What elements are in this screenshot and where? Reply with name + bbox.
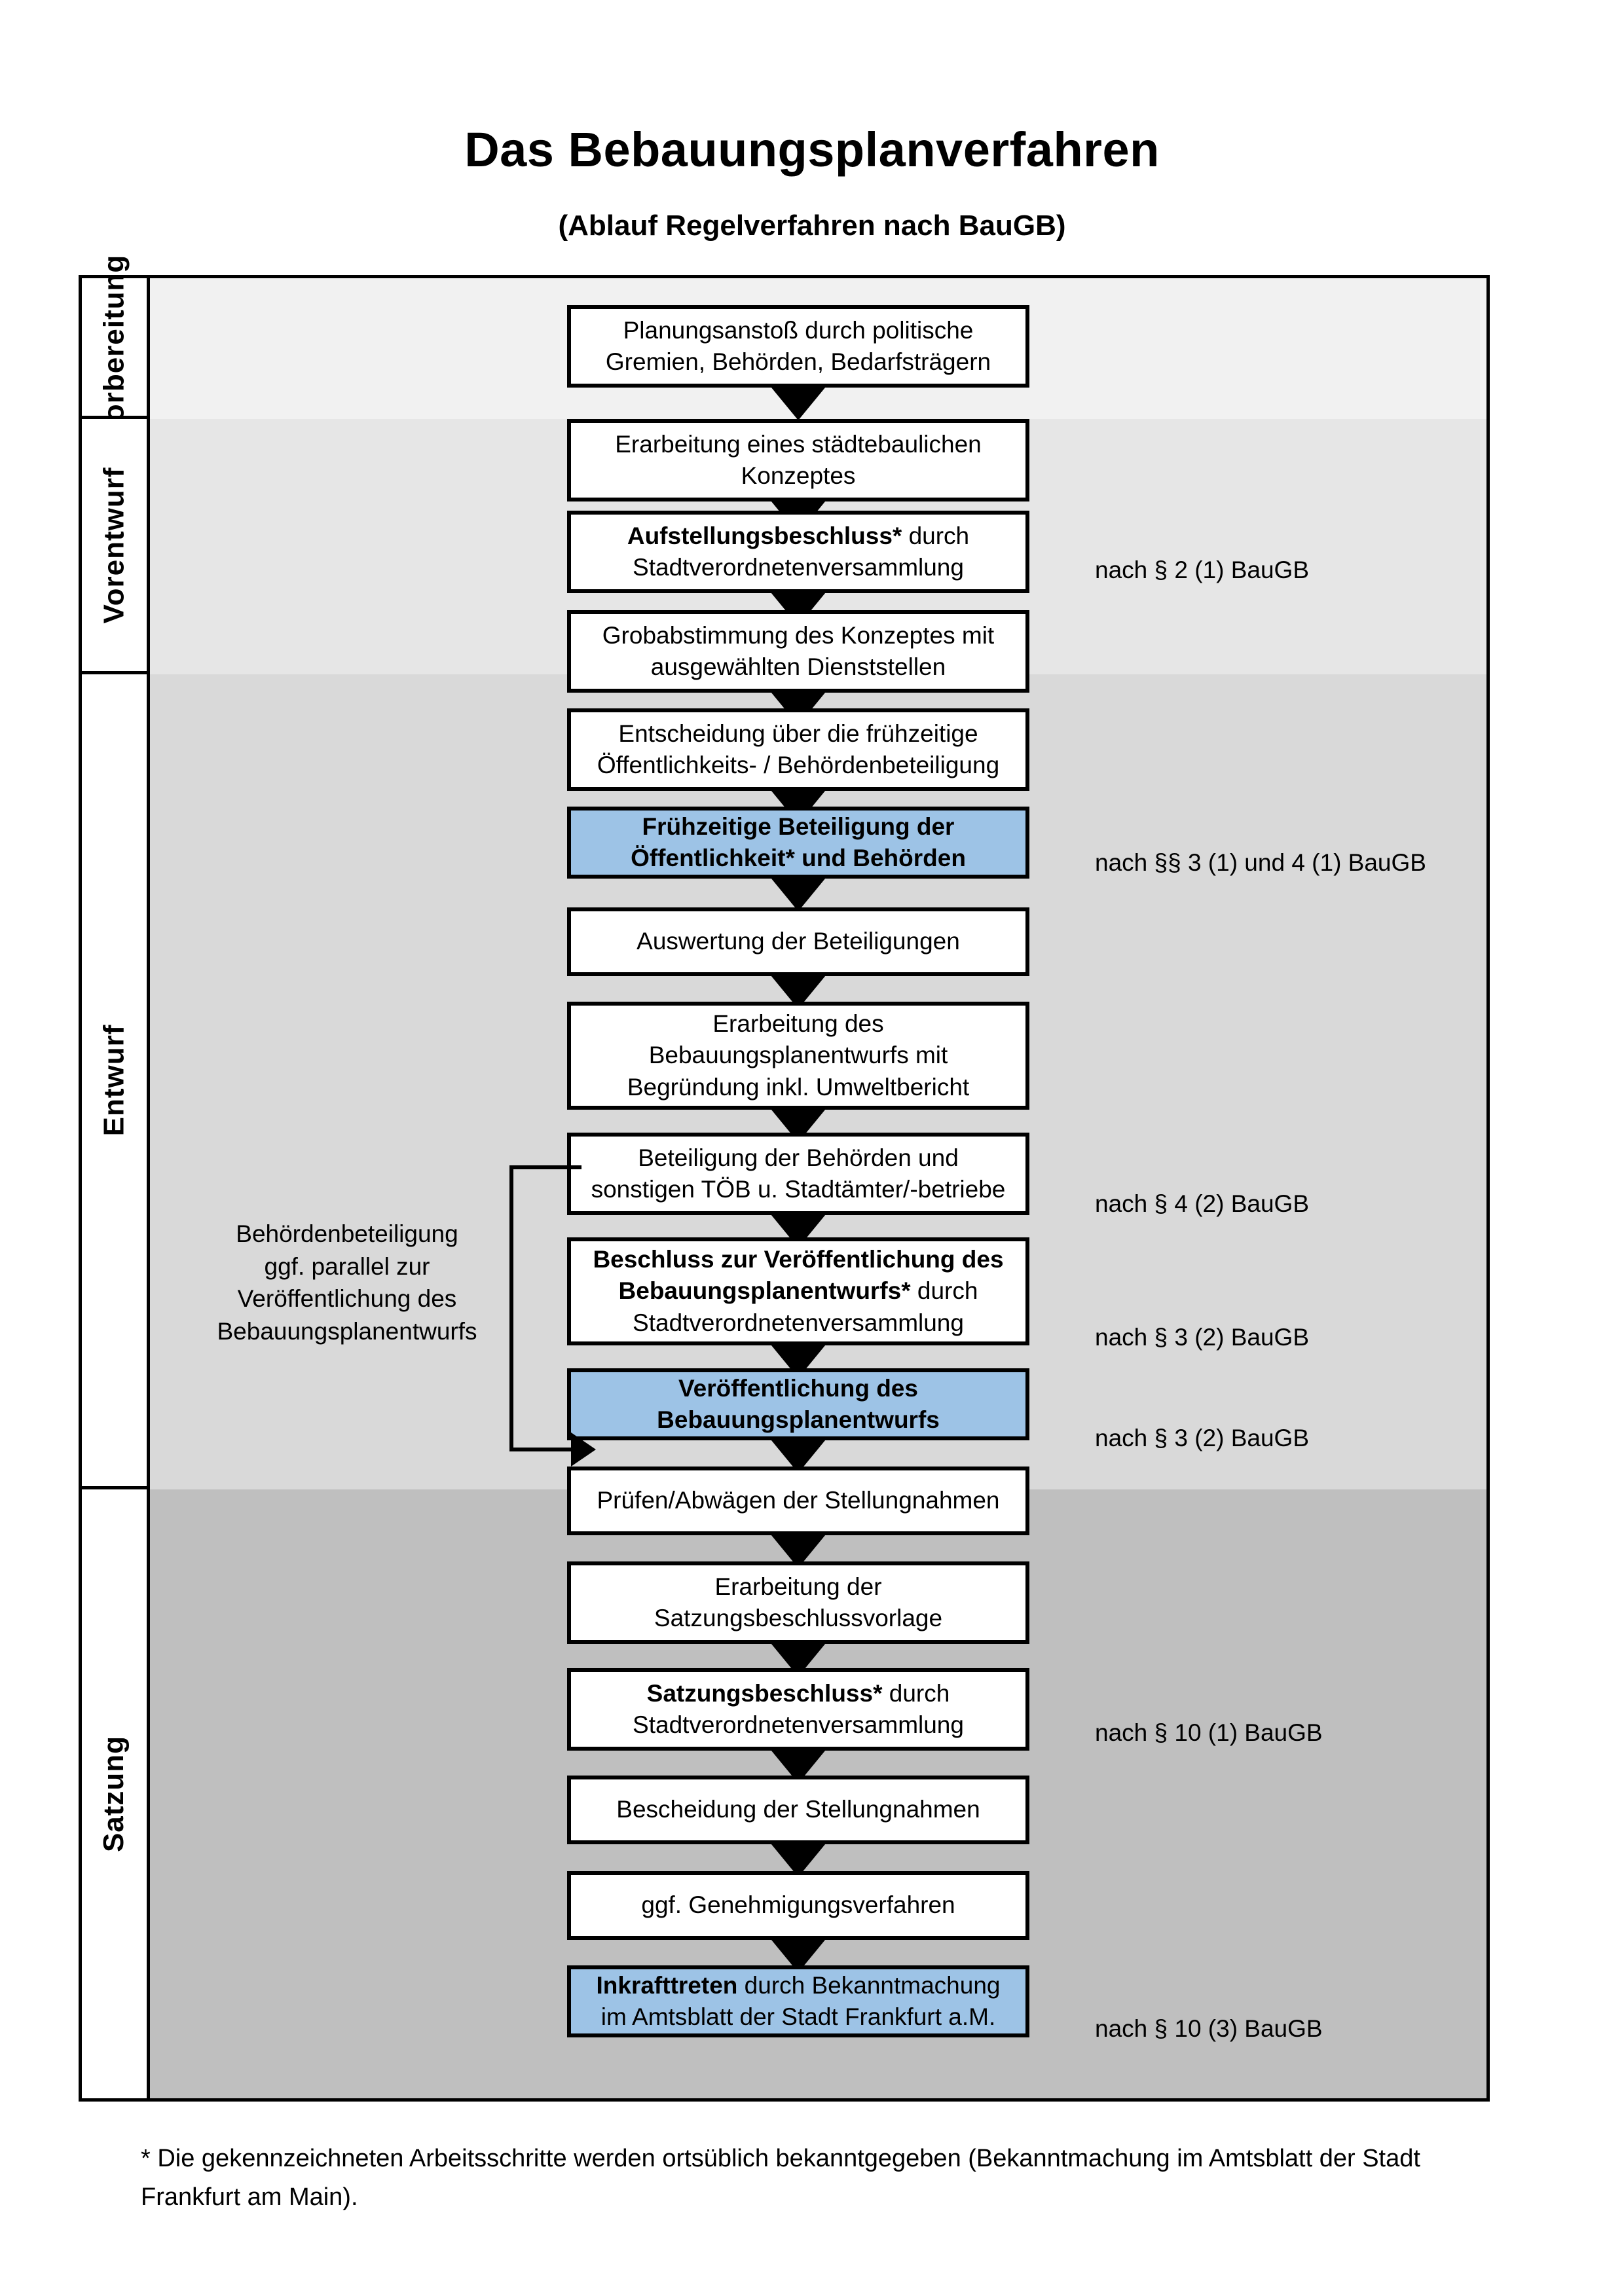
step-bold-1: Veröffentlichung des bbox=[678, 1374, 918, 1402]
phase-label-satzung: Satzung bbox=[98, 1735, 130, 1853]
step-line-1: Erarbeitung eines städtebaulichen bbox=[615, 430, 982, 458]
phase-cell-satzung: Satzung bbox=[82, 1489, 150, 2098]
step-line-1: durch bbox=[902, 522, 970, 549]
step-bold-1: Satzungsbeschluss* bbox=[646, 1679, 883, 1707]
step-box-auswertung[interactable]: Auswertung der Beteiligungen bbox=[567, 907, 1029, 976]
step-line-2: Konzeptes bbox=[741, 462, 856, 489]
step-line-2: Stadtverordnetenversammlung bbox=[633, 554, 964, 581]
step-box-erarbeitung-entwurf[interactable]: Erarbeitung des Bebauungsplanentwurfs mi… bbox=[567, 1002, 1029, 1110]
step-line-1: Erarbeitung des bbox=[712, 1010, 884, 1038]
step-bold-1: Inkrafttreten bbox=[596, 1971, 738, 1999]
step-box-genehmigungsverfahren[interactable]: ggf. Genehmigungsverfahren bbox=[567, 1871, 1029, 1940]
step-box-satzungsbeschluss[interactable]: Satzungsbeschluss* durch Stadtverordnete… bbox=[567, 1668, 1029, 1751]
sidenote-behoerdenbeteiligung: Behördenbeteiligung ggf. parallel zur Ve… bbox=[196, 1218, 498, 1347]
flow-arrow-15 bbox=[768, 1840, 828, 1877]
step-bold-2: Öffentlichkeit* und Behörden bbox=[631, 845, 966, 871]
legal-note-p10-1: nach § 10 (1) BauGB bbox=[1095, 1719, 1323, 1746]
step-bold-1: Aufstellungsbeschluss* bbox=[627, 522, 902, 549]
step-box-grobabstimmung[interactable]: Grobabstimmung des Konzeptes mit ausgewä… bbox=[567, 610, 1029, 693]
phase-cell-entwurf: Entwurf bbox=[82, 674, 150, 1489]
step-box-pruefen-abwaegen[interactable]: Prüfen/Abwägen der Stellungnahmen bbox=[567, 1467, 1029, 1535]
step-box-veroeffentlichung[interactable]: Veröffentlichung des Bebauungsplanentwur… bbox=[567, 1368, 1029, 1440]
phase-cell-vorentwurf: Vorentwurf bbox=[82, 419, 150, 674]
step-bold-2: Bebauungsplanentwurfs bbox=[657, 1406, 940, 1433]
step-line-1: durch Bekanntmachung bbox=[737, 1971, 1001, 1999]
step-box-aufstellungsbeschluss[interactable]: Aufstellungsbeschluss* durch Stadtverord… bbox=[567, 511, 1029, 593]
step-line-2: sonstigen TÖB u. Stadtämter/-betriebe bbox=[591, 1176, 1006, 1203]
step-box-fruehzeitige-beteiligung[interactable]: Frühzeitige Beteiligung der Öffentlichke… bbox=[567, 807, 1029, 879]
footnote: * Die gekennzeichneten Arbeitsschritte w… bbox=[141, 2145, 1420, 2211]
step-line-1: Grobabstimmung des Konzeptes mit bbox=[602, 621, 995, 649]
sidenote-line-1: Behördenbeteiligung bbox=[236, 1220, 458, 1247]
step-line-2: Gremien, Behörden, Bedarfsträgern bbox=[605, 348, 991, 375]
legal-note-p10-3: nach § 10 (3) BauGB bbox=[1095, 2015, 1323, 2042]
step-bold-1: Frühzeitige Beteiligung der bbox=[642, 812, 955, 840]
step-bold-2: Bebauungsplanentwurfs* bbox=[618, 1277, 911, 1305]
flow-arrow-6 bbox=[768, 875, 828, 911]
step-line-3: Stadtverordnetenversammlung bbox=[633, 1309, 964, 1336]
sidenote-line-4: Bebauungsplanentwurfs bbox=[217, 1317, 477, 1345]
page-title: Das Bebauungsplanverfahren bbox=[464, 122, 1160, 177]
step-box-planungsanstoss[interactable]: Planungsanstoß durch politische Gremien,… bbox=[567, 305, 1029, 388]
step-line-2: Stadtverordnetenversammlung bbox=[633, 1711, 964, 1738]
step-box-konzept[interactable]: Erarbeitung eines städtebaulichen Konzep… bbox=[567, 419, 1029, 501]
step-line-1: Auswertung der Beteiligungen bbox=[637, 928, 960, 955]
step-line-2: Satzungsbeschlussvorlage bbox=[654, 1605, 943, 1631]
step-line-1: Bescheidung der Stellungnahmen bbox=[616, 1796, 980, 1823]
phase-cell-vorbereitung: Vorbereitung bbox=[82, 255, 150, 439]
sidenote-line-2: ggf. parallel zur bbox=[264, 1252, 430, 1280]
phase-label-vorentwurf: Vorentwurf bbox=[98, 467, 130, 623]
legal-note-p4-2: nach § 4 (2) BauGB bbox=[1095, 1190, 1310, 1217]
step-line-1: Planungsanstoß durch politische bbox=[623, 316, 974, 344]
step-line-1: Beteiligung der Behörden und bbox=[638, 1144, 959, 1171]
phase-label-entwurf: Entwurf bbox=[98, 1024, 130, 1137]
step-line-1: Entscheidung über die frühzeitige bbox=[618, 720, 978, 747]
step-box-bescheidung[interactable]: Bescheidung der Stellungnahmen bbox=[567, 1776, 1029, 1844]
legal-note-p3-2a: nach § 3 (2) BauGB bbox=[1095, 1324, 1310, 1351]
step-box-beteiligung-toeb[interactable]: Beteiligung der Behörden und sonstigen T… bbox=[567, 1133, 1029, 1215]
step-line-2: Bebauungsplanentwurfs mit bbox=[648, 1042, 948, 1069]
step-line-1: Erarbeitung der bbox=[714, 1573, 882, 1600]
legal-note-p2-1: nach § 2 (1) BauGB bbox=[1095, 556, 1310, 583]
legal-note-p3-2b: nach § 3 (2) BauGB bbox=[1095, 1425, 1310, 1451]
step-line-1: ggf. Genehmigungsverfahren bbox=[641, 1891, 955, 1919]
parallel-process-arrowhead-icon bbox=[571, 1432, 596, 1467]
step-line-1: Prüfen/Abwägen der Stellungnahmen bbox=[597, 1487, 1000, 1514]
step-box-inkrafttreten[interactable]: Inkrafttreten durch Bekanntmachung im Am… bbox=[567, 1965, 1029, 2037]
step-line-2: durch bbox=[910, 1277, 978, 1305]
legal-note-p3-4-1: nach §§ 3 (1) und 4 (1) BauGB bbox=[1095, 849, 1426, 876]
page-subtitle: (Ablauf Regelverfahren nach BauGB) bbox=[558, 210, 1066, 242]
step-line-1: durch bbox=[882, 1679, 950, 1707]
step-line-2: im Amtsblatt der Stadt Frankfurt a.M. bbox=[600, 2003, 996, 2030]
parallel-process-bracket bbox=[509, 1165, 581, 1451]
sidenote-line-3: Veröffentlichung des bbox=[237, 1285, 457, 1313]
step-box-satzungsbeschlussvorlage[interactable]: Erarbeitung der Satzungsbeschlussvorlage bbox=[567, 1561, 1029, 1644]
phase-label-vorbereitung: Vorbereitung bbox=[98, 254, 130, 440]
step-line-2: Öffentlichkeits- / Behördenbeteiligung bbox=[597, 752, 1000, 778]
step-box-entscheidung-beteiligung[interactable]: Entscheidung über die frühzeitige Öffent… bbox=[567, 708, 1029, 791]
step-box-beschluss-veroeffentlichung[interactable]: Beschluss zur Veröffentlichung des Bebau… bbox=[567, 1237, 1029, 1345]
step-line-2: ausgewählten Dienststellen bbox=[650, 653, 946, 680]
step-line-3: Begründung inkl. Umweltbericht bbox=[627, 1073, 970, 1101]
flow-arrow-1 bbox=[768, 384, 828, 420]
step-bold-1: Beschluss zur Veröffentlichung des bbox=[593, 1246, 1004, 1273]
